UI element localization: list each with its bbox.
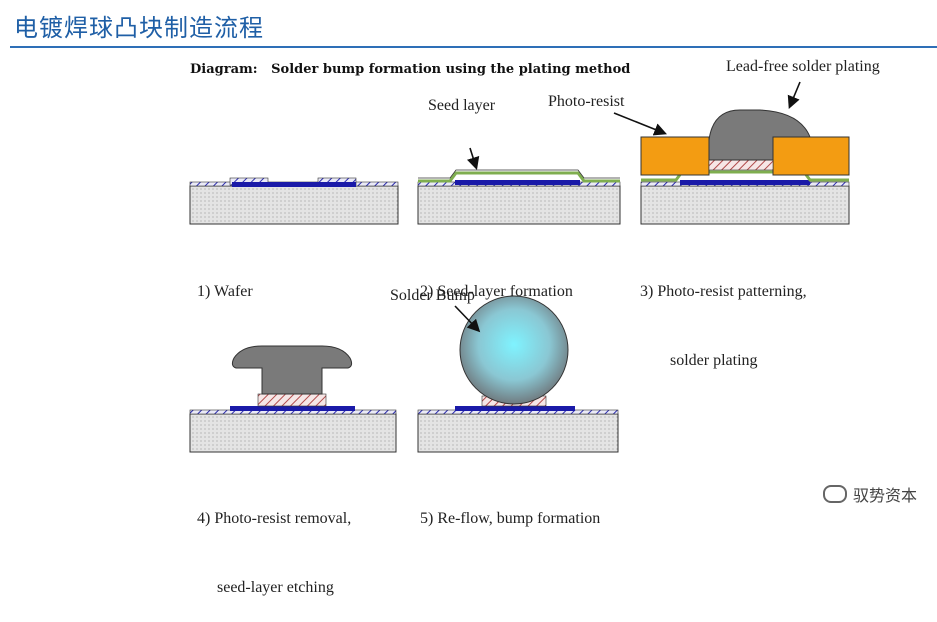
header-divider [10, 46, 937, 48]
step-1-wafer [189, 177, 399, 225]
step-5-reflow [417, 295, 619, 453]
step-5-label: 5) Re-flow, bump formation [420, 510, 601, 527]
step-4-resist-removal [189, 345, 397, 453]
step-3-photo-resist [613, 81, 850, 225]
step-2-seed-layer [417, 147, 621, 225]
step-caption: 2) Seed-layer formation [420, 234, 573, 326]
page-title: 电镀焊球凸块制造流程 [14, 14, 264, 42]
step-3-label-line2: solder plating [670, 352, 758, 369]
step-4-label-line2: seed-layer etching [217, 579, 334, 596]
step-caption: 4) Photo-resist removal, seed-layer etch… [197, 461, 351, 622]
diagram-title: Diagram: Solder bump formation using the… [190, 62, 631, 77]
callout-solder-bump: Solder Bump [390, 287, 475, 304]
callout-seed-layer: Seed layer [428, 97, 496, 114]
step-caption: 1) Wafer [197, 234, 253, 326]
watermark: 驭势资本 [822, 482, 917, 506]
watermark-text: 驭势资本 [852, 486, 917, 505]
step-caption: 5) Re-flow, bump formation [420, 461, 600, 553]
step-4-label: 4) Photo-resist removal, [197, 510, 352, 527]
step-1-label: 1) Wafer [197, 283, 253, 300]
step-2-label: 2) Seed-layer formation [420, 283, 573, 300]
wechat-icon [822, 485, 847, 503]
process-diagram [189, 81, 850, 453]
callout-photo-resist: Photo-resist [548, 93, 625, 110]
step-caption: 3) Photo-resist patterning, solder plati… [640, 234, 807, 395]
callout-lead-free: Lead-free solder plating [726, 58, 880, 75]
step-3-label: 3) Photo-resist patterning, [640, 283, 807, 300]
